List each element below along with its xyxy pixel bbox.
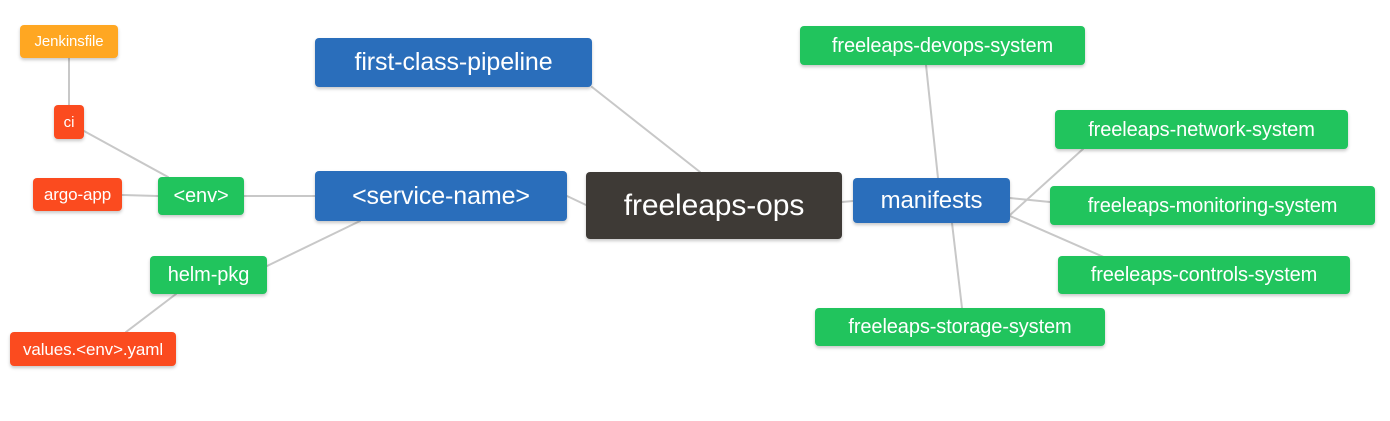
edge-freeleaps-ops-to-first-class-pipeline — [591, 86, 701, 173]
node-service-name[interactable]: <service-name> — [315, 171, 567, 221]
edge-env-to-argo-app — [121, 194, 159, 197]
node-freeleaps-devops-system[interactable]: freeleaps-devops-system — [800, 26, 1085, 65]
edge-env-to-ci — [83, 130, 169, 178]
node-ci[interactable]: ci — [54, 105, 84, 139]
node-manifests[interactable]: manifests — [853, 178, 1010, 223]
edge-helm-pkg-to-values-env-yaml — [125, 293, 177, 333]
node-env[interactable]: <env> — [158, 177, 244, 215]
node-freeleaps-controls-system[interactable]: freeleaps-controls-system — [1058, 256, 1350, 294]
edge-service-name-to-helm-pkg — [266, 220, 361, 267]
node-argo-app[interactable]: argo-app — [33, 178, 122, 211]
edge-freeleaps-ops-to-manifests — [841, 200, 854, 203]
node-helm-pkg[interactable]: helm-pkg — [150, 256, 267, 294]
node-freeleaps-ops[interactable]: freeleaps-ops — [586, 172, 842, 239]
edge-manifests-to-freeleaps-monitoring-system — [1009, 197, 1051, 203]
node-freeleaps-storage-system[interactable]: freeleaps-storage-system — [815, 308, 1105, 346]
node-values-env-yaml[interactable]: values.<env>.yaml — [10, 332, 176, 366]
edge-manifests-to-freeleaps-devops-system — [925, 64, 939, 179]
node-jenkinsfile[interactable]: Jenkinsfile — [20, 25, 118, 58]
edge-manifests-to-freeleaps-storage-system — [951, 222, 963, 309]
node-freeleaps-network-system[interactable]: freeleaps-network-system — [1055, 110, 1348, 149]
edge-freeleaps-ops-to-service-name — [566, 195, 587, 206]
node-freeleaps-monitoring-system[interactable]: freeleaps-monitoring-system — [1050, 186, 1375, 225]
node-first-class-pipeline[interactable]: first-class-pipeline — [315, 38, 592, 87]
